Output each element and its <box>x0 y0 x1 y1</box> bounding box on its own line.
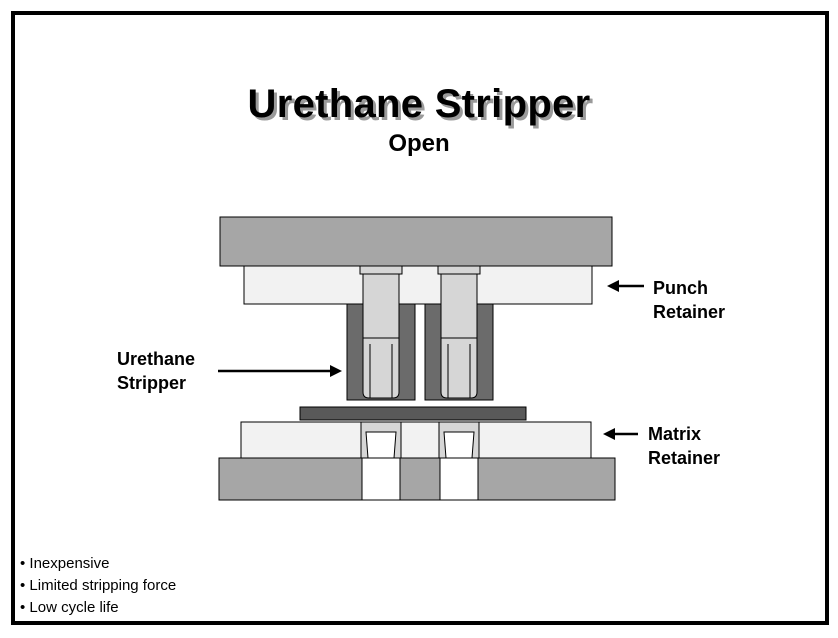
arrow-punch-retainer-icon <box>607 280 644 292</box>
arrow-urethane-stripper-icon <box>218 365 342 377</box>
matrix-retainer-label-line2: Retainer <box>648 448 721 468</box>
punch-retainer-label: Punch Retainer <box>653 276 725 324</box>
urethane-stripper-label-line2: Stripper <box>117 373 187 393</box>
punch-retainer-label-line1: Punch <box>653 278 709 298</box>
page-title: Urethane Stripper <box>247 82 591 126</box>
die-button-right <box>438 421 480 501</box>
slide-frame <box>11 11 829 625</box>
punch-retainer-label-line2: Retainer <box>653 302 726 322</box>
die-button-left <box>360 421 402 501</box>
punch-retainer-plate <box>243 265 593 305</box>
punch-left <box>359 265 403 399</box>
stock-strip <box>299 406 527 421</box>
page-subtitle: Open <box>388 130 450 157</box>
punch-right <box>437 265 481 399</box>
urethane-stripper-label: Urethane Stripper <box>117 347 195 395</box>
bottom-die-shoe <box>218 457 616 501</box>
urethane-stripper-label-line1: Urethane <box>117 349 196 369</box>
bullet-list: Inexpensive Limited stripping force Low … <box>20 553 176 619</box>
top-die-shoe <box>219 216 613 267</box>
matrix-retainer-label: Matrix Retainer <box>648 422 720 470</box>
bullet-item: Low cycle life <box>20 597 176 619</box>
matrix-retainer-label-line1: Matrix <box>648 424 702 444</box>
bullet-item: Inexpensive <box>20 553 176 575</box>
matrix-retainer-plate <box>240 421 592 459</box>
arrow-matrix-retainer-icon <box>603 428 638 440</box>
bullet-item: Limited stripping force <box>20 575 176 597</box>
